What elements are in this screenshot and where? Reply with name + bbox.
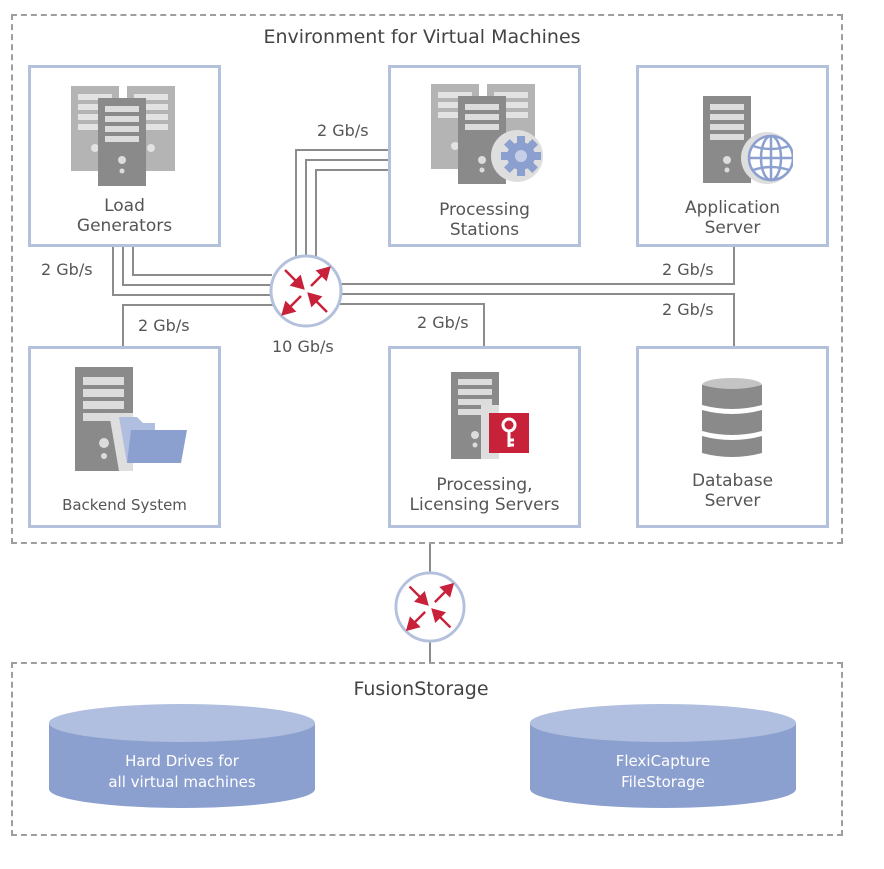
wire-processing-stations-1 [295,149,389,272]
disk-cylinder-icon [530,704,796,808]
node-database-server[interactable]: Database Server [636,346,829,528]
speed-label-processing-licensing: 2 Gb/s [417,313,469,332]
wire-processing-stations-2 [305,159,389,268]
speed-label-backend-system: 2 Gb/s [138,316,190,335]
node-application-server[interactable]: Application Server [636,65,829,247]
disk-flexicapture-filestorage[interactable]: FlexiCapture FileStorage [529,703,797,809]
server-key-icon [451,372,529,459]
disk-hard-drives[interactable]: Hard Drives for all virtual machines [48,703,316,809]
environment-zone: Environment for Virtual Machines [11,14,843,544]
node-backend-system[interactable]: Backend System [28,346,221,528]
wire-application-server [340,246,735,285]
server-stack-icon [71,86,175,186]
wire-load-generators-3 [112,246,272,296]
node-label: Processing, Licensing Servers [409,475,560,515]
wire-processing-stations-3 [315,169,389,268]
wire-load-generators-2 [122,246,270,286]
network-switch-icon[interactable] [268,253,344,329]
speed-label-processing-stations: 2 Gb/s [317,121,369,140]
server-globe-icon [703,96,793,184]
node-label: Database Server [691,471,774,511]
wire-processing-licensing [338,303,485,346]
node-label: Application Server [685,198,780,238]
node-load-generators[interactable]: Load Generators [28,65,221,247]
disk-label: FlexiCapture FileStorage [615,752,711,791]
disk-cylinder-icon [49,704,315,808]
server-gear-icon [431,84,543,184]
hub-speed-label: 10 Gb/s [272,337,334,356]
node-label: Backend System [62,496,187,514]
environment-title: Environment for Virtual Machines [263,26,581,48]
speed-label-database-server: 2 Gb/s [662,300,714,319]
uplink-switch-icon[interactable] [393,570,467,644]
node-processing-licensing-servers[interactable]: Processing, Licensing Servers [388,346,581,528]
wire-database-server [340,293,735,346]
node-label: Processing Stations [439,200,530,240]
storage-zone: FusionStorage [11,662,843,836]
wire-load-generators-1 [132,246,272,276]
node-processing-stations[interactable]: Processing Stations [388,65,581,247]
speed-label-load-generators: 2 Gb/s [41,260,93,279]
disk-label: Hard Drives for all virtual machines [108,752,256,791]
node-label: Load Generators [76,196,173,236]
wire-backend-system [122,304,276,346]
storage-title: FusionStorage [353,678,489,700]
database-icon [702,378,762,457]
speed-label-application-server: 2 Gb/s [662,260,714,279]
server-folder-icon [75,367,187,471]
